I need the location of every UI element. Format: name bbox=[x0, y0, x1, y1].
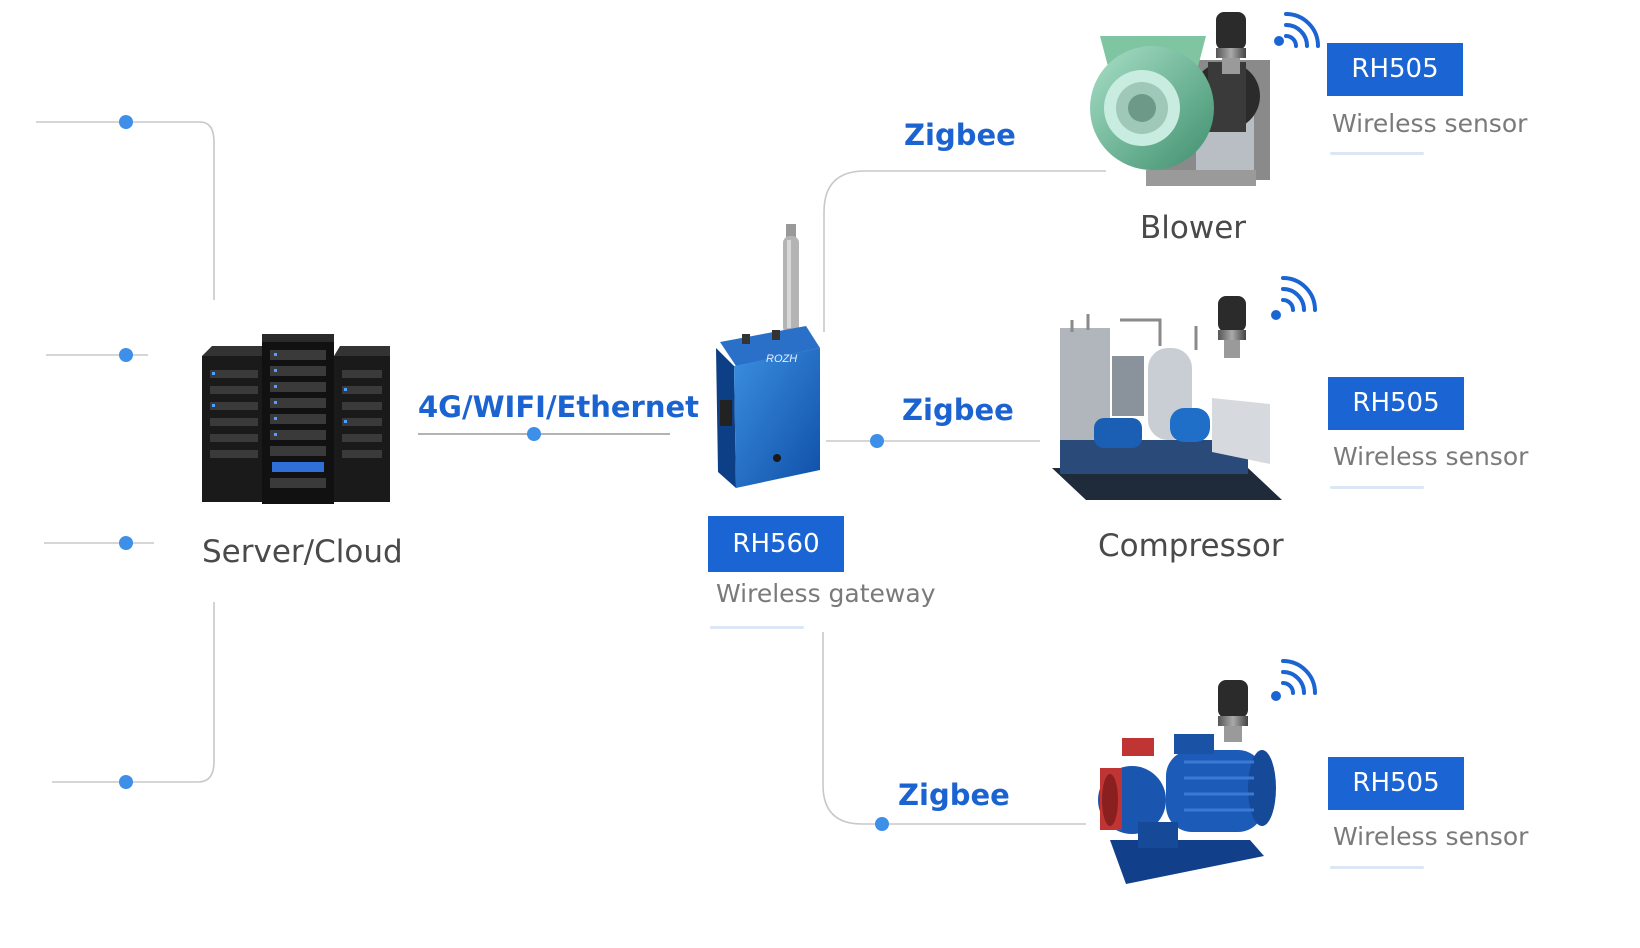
zigbee-label-bottom: Zigbee bbox=[898, 778, 1010, 812]
sensor-badge-compressor: RH505 bbox=[1328, 377, 1464, 430]
pump-sensor-icon bbox=[1218, 659, 1317, 742]
left-link-dots bbox=[119, 115, 133, 789]
sensor-badge-pump: RH505 bbox=[1328, 757, 1464, 810]
sensor-description-pump: Wireless sensor bbox=[1333, 822, 1529, 851]
left-connection-lines bbox=[36, 121, 215, 783]
zigbee-dots bbox=[870, 434, 889, 831]
svg-text:ROZH: ROZH bbox=[766, 353, 797, 365]
wireless-signal-icon bbox=[1281, 276, 1317, 312]
zigbee-label-top: Zigbee bbox=[904, 118, 1016, 152]
compressor-icon bbox=[1052, 314, 1282, 500]
zigbee-label-middle: Zigbee bbox=[902, 393, 1014, 427]
wireless-signal-icon bbox=[1281, 659, 1317, 695]
blower-icon bbox=[1090, 36, 1270, 186]
sensor-underline-blower bbox=[1330, 152, 1424, 155]
compressor-label: Compressor bbox=[1098, 528, 1284, 564]
sensor-description-compressor: Wireless sensor bbox=[1333, 442, 1529, 471]
gateway-description: Wireless gateway bbox=[716, 579, 936, 608]
gateway-model-badge: RH560 bbox=[708, 516, 844, 572]
uplink-label: 4G/WIFI/Ethernet bbox=[418, 390, 700, 424]
uplink-line bbox=[418, 427, 670, 441]
server-label: Server/Cloud bbox=[202, 534, 403, 570]
compressor-sensor-icon bbox=[1218, 276, 1317, 358]
sensor-underline-compressor bbox=[1330, 486, 1424, 489]
wireless-signal-icon bbox=[1284, 12, 1320, 48]
server-rack-icon bbox=[202, 334, 390, 504]
gateway-underline bbox=[710, 626, 804, 629]
sensor-underline-pump bbox=[1330, 866, 1424, 869]
zigbee-lines bbox=[822, 170, 1106, 825]
gateway-device-icon: ROZH bbox=[716, 224, 820, 488]
blower-label: Blower bbox=[1140, 210, 1247, 246]
sensor-badge-blower: RH505 bbox=[1327, 43, 1463, 96]
water-pump-icon bbox=[1098, 734, 1276, 884]
blower-sensor-icon bbox=[1216, 12, 1320, 74]
sensor-description-blower: Wireless sensor bbox=[1332, 109, 1528, 138]
